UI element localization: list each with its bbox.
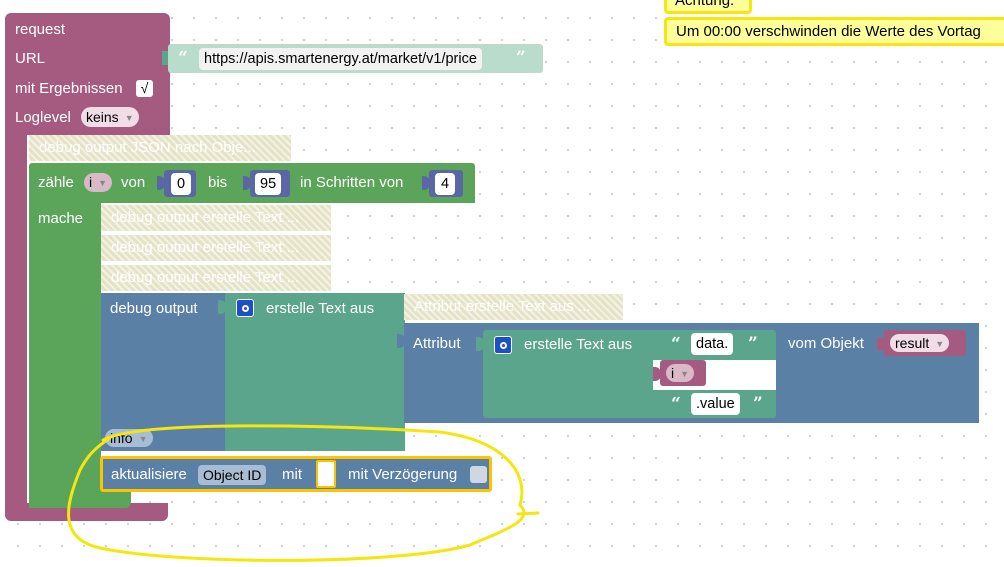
- text-data-block[interactable]: “ data. ”: [660, 330, 769, 358]
- value-socket[interactable]: [316, 460, 336, 488]
- debug-json-block-disabled[interactable]: debug output JSON nach Obje...: [29, 135, 291, 161]
- level-dropdown[interactable]: info ▼: [105, 429, 153, 447]
- chevron-down-icon: ▼: [935, 339, 945, 349]
- close-quote-icon: ”: [516, 48, 526, 68]
- step-number-block: 4: [429, 170, 463, 197]
- to-label: bis: [208, 174, 228, 191]
- open-quote-icon: “: [671, 394, 681, 414]
- attribute-connector: [397, 334, 405, 348]
- loop-var-dropdown[interactable]: i▼: [84, 173, 113, 192]
- url-input[interactable]: https://apis.smartenergy.at/market/v1/pr…: [199, 48, 482, 70]
- loop-block-spine: [29, 203, 101, 508]
- create-text-label: erstelle Text aus: [266, 300, 375, 317]
- loglevel-value: keins: [86, 109, 119, 125]
- comment-title-box: Achtung:: [664, 0, 752, 14]
- comment-title: Achtung:: [675, 0, 735, 9]
- create-text-block[interactable]: erstelle Text aus: [225, 293, 405, 451]
- comment-text-box: Um 00:00 verschwinden die Werte des Vort…: [664, 17, 1004, 46]
- request-title: request: [15, 21, 66, 38]
- from-object-label: vom Objekt: [788, 335, 864, 352]
- from-number-block: 0: [164, 170, 196, 197]
- close-quote-icon: ”: [748, 334, 758, 354]
- update-label: aktualisiere: [111, 466, 187, 483]
- with-results-checkbox[interactable]: √: [136, 80, 153, 97]
- step-input[interactable]: 4: [435, 173, 456, 195]
- var-i-dropdown[interactable]: i▼: [666, 364, 695, 382]
- text-value-block[interactable]: “ .value ”: [660, 390, 776, 418]
- count-label: zähle: [38, 174, 74, 191]
- create-text-connector: [218, 300, 226, 314]
- loglevel-label: Loglevel: [15, 109, 71, 126]
- to-input[interactable]: 95: [255, 173, 282, 195]
- var-i-value: i: [671, 365, 675, 381]
- text2-connector: [653, 397, 661, 411]
- object-id-field[interactable]: Object ID: [198, 465, 267, 485]
- gear-icon[interactable]: [494, 336, 512, 354]
- loop-var-value: i: [89, 174, 93, 190]
- step-connector: [422, 176, 430, 190]
- object-connector: [877, 337, 885, 351]
- attribute-label: Attribut: [413, 335, 461, 352]
- url-label: URL: [15, 50, 46, 67]
- object-id-value: Object ID: [203, 467, 262, 483]
- from-input[interactable]: 0: [171, 173, 192, 195]
- level-value: info: [110, 430, 133, 446]
- loglevel-dropdown[interactable]: keins ▼: [81, 107, 139, 127]
- attr-disabled-block[interactable]: Attribut erstelle Text aus ...: [404, 294, 623, 320]
- text1-connector: [653, 337, 661, 351]
- url-text-block[interactable]: “ https://apis.smartenergy.at/market/v1/…: [168, 44, 543, 73]
- from-label: von: [121, 174, 146, 191]
- object-var-value: result: [895, 335, 930, 351]
- comment-text: Um 00:00 verschwinden die Werte des Vort…: [676, 23, 981, 40]
- comment-bubble[interactable]: Achtung: Um 00:00 verschwinden die Werte…: [664, 0, 1004, 46]
- open-quote-icon: “: [178, 48, 188, 68]
- url-connector: [162, 51, 170, 65]
- disabled-debug-item-2[interactable]: debug output erstelle Text ...: [101, 235, 331, 261]
- inner-create-text-connector: [476, 337, 484, 351]
- debug-output-label: debug output: [110, 300, 198, 317]
- delay-label: mit Verzögerung: [348, 466, 458, 483]
- request-block-spine: [5, 135, 27, 515]
- disabled-debug-item-3[interactable]: debug output erstelle Text ...: [101, 265, 331, 291]
- var-i-connector: [653, 367, 661, 381]
- to-connector: [243, 176, 251, 190]
- open-quote-icon: “: [671, 334, 681, 354]
- disabled-debug-item-1[interactable]: debug output erstelle Text ...: [101, 205, 331, 231]
- with-results-label: mit Ergebnissen: [15, 80, 123, 97]
- with-label: mit: [282, 466, 302, 483]
- do-label: mache: [38, 210, 84, 227]
- object-var-dropdown[interactable]: result ▼: [890, 334, 950, 352]
- chevron-down-icon: ▼: [680, 369, 690, 379]
- inner-create-text-label: erstelle Text aus: [524, 336, 633, 353]
- delay-checkbox[interactable]: [470, 466, 487, 483]
- gear-icon[interactable]: [236, 299, 254, 317]
- close-quote-icon: ”: [753, 394, 763, 414]
- object-var-block[interactable]: result ▼: [884, 330, 966, 356]
- text-value-input[interactable]: .value: [691, 393, 740, 415]
- chevron-down-icon: ▼: [138, 434, 148, 444]
- var-i-block[interactable]: i▼: [660, 360, 706, 386]
- from-connector: [157, 176, 165, 190]
- chevron-down-icon: ▼: [98, 178, 108, 188]
- to-number-block: 95: [250, 170, 290, 197]
- text-data-input[interactable]: data.: [691, 333, 734, 355]
- step-label: in Schritten von: [300, 174, 404, 191]
- chevron-down-icon: ▼: [124, 113, 134, 123]
- update-block[interactable]: aktualisiere Object ID mit mit Verzögeru…: [100, 456, 492, 492]
